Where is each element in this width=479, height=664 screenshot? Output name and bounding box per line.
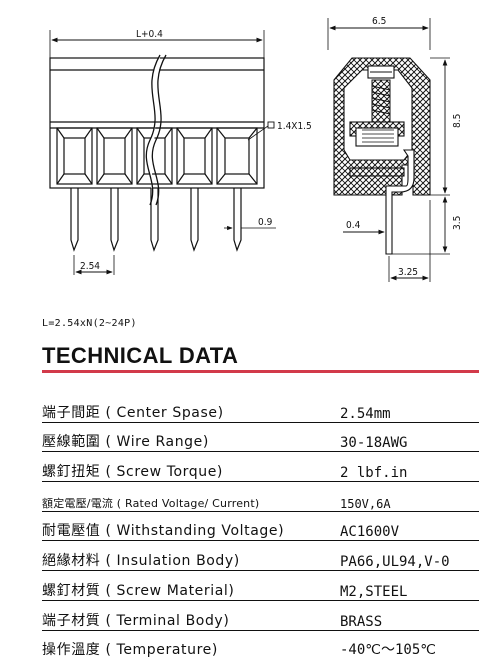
spec-label: 壓線範圍 ( Wire Range) [42, 422, 338, 453]
table-row: 端子材質 ( Terminal Body) BRASS [42, 600, 479, 631]
spec-label: 絕緣材料 ( Insulation Body) [42, 540, 338, 572]
technical-drawing: L+0.4 2.54 0.9 1.4X1.5 [49, 16, 463, 282]
table-row: 耐電壓值 ( Withstanding Voltage) AC1600V [42, 511, 479, 542]
table-row: 絕緣材料 ( Insulation Body) PA66,UL94,V-0 [42, 540, 479, 572]
table-row: 操作溫度 ( Temperature) -40℃～105℃ [42, 630, 479, 659]
wire-openings [56, 127, 258, 185]
height-dim-label: 8.5 [452, 114, 463, 128]
table-row: 螺釘材質 ( Screw Material) M2,STEEL [42, 570, 479, 601]
spec-label: 額定電壓/電流 ( Rated Voltage/ Current) [42, 481, 338, 512]
spec-label: 操作溫度 ( Temperature) [42, 642, 218, 659]
spec-value: BRASS [338, 600, 479, 631]
spec-value: 2 lbf.in [338, 451, 479, 483]
table-row: 螺釘扭矩 ( Screw Torque) 2 lbf.in [42, 451, 479, 483]
hole-dim-label: 1.4X1.5 [277, 121, 312, 132]
spec-label: 端子間距 ( Center Spase) [42, 393, 338, 423]
front-view [49, 30, 276, 275]
length-dim-label: L+0.4 [136, 29, 163, 40]
spec-value: 150V,6A [338, 481, 479, 512]
spec-label: 螺釘扭矩 ( Screw Torque) [42, 451, 338, 483]
table-row: 端子間距 ( Center Spase) 2.54mm [42, 393, 479, 423]
offset-dim-label: 3.25 [398, 267, 418, 278]
pin-width-dim-label: 0.9 [258, 217, 273, 228]
title-underline [42, 370, 479, 373]
length-formula: L=2.54xN(2~24P) [42, 318, 137, 329]
pin-thickness-dim-label: 0.4 [346, 220, 361, 231]
pins [70, 188, 242, 252]
spec-table: 端子間距 ( Center Spase) 2.54mm 壓線範圍 ( Wire … [42, 393, 479, 659]
spec-value: M2,STEEL [338, 570, 479, 601]
table-row: 壓線範圍 ( Wire Range) 30-18AWG [42, 422, 479, 453]
width-dim-label: 6.5 [372, 16, 386, 27]
spec-label: 耐電壓值 ( Withstanding Voltage) [42, 511, 338, 542]
spec-label: 端子材質 ( Terminal Body) [42, 600, 338, 631]
pitch-dim-label: 2.54 [80, 261, 100, 272]
spec-value: PA66,UL94,V-0 [338, 540, 479, 572]
side-view [327, 18, 450, 282]
table-row: 額定電壓/電流 ( Rated Voltage/ Current) 150V,6… [42, 481, 479, 512]
spec-value: -40℃～105℃ [340, 642, 437, 659]
section-title: TECHNICAL DATA [42, 343, 239, 368]
spec-value: 30-18AWG [338, 422, 479, 453]
pin-length-dim-label: 3.5 [452, 216, 463, 230]
spec-value: AC1600V [338, 511, 479, 542]
spec-label: 螺釘材質 ( Screw Material) [42, 570, 338, 601]
spec-value: 2.54mm [338, 393, 479, 423]
